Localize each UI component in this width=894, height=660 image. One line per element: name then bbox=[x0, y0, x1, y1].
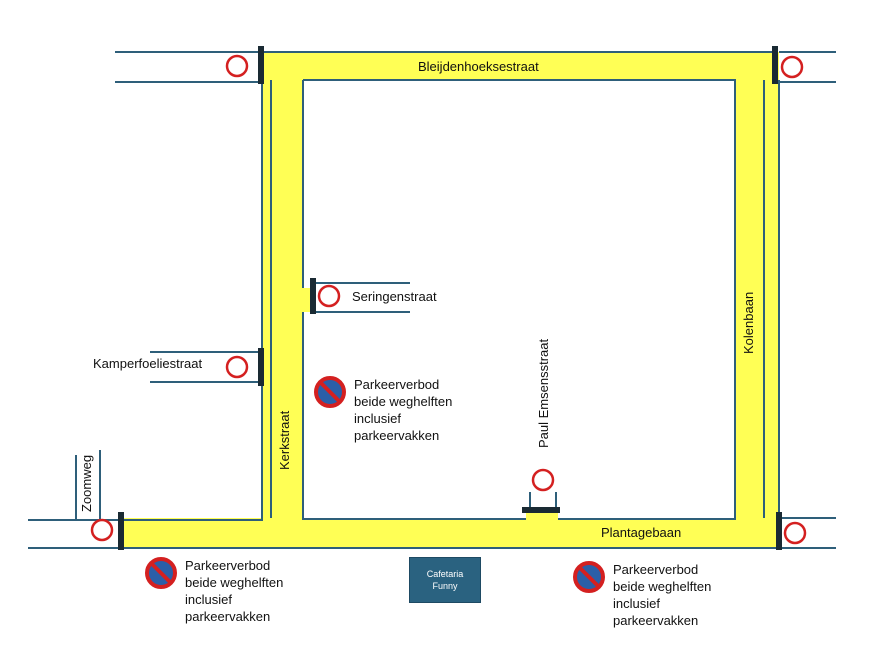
barrier-top-right bbox=[772, 46, 778, 84]
no-parking-sign-icon bbox=[145, 557, 177, 589]
cafetaria-line2: Funny bbox=[432, 581, 458, 591]
no-entry-sign-icon bbox=[225, 54, 249, 78]
barrier-bottom-left bbox=[118, 512, 124, 550]
parking-note-bottom-left: Parkeerverbod beide weghelften inclusief… bbox=[145, 557, 283, 625]
barrier-kamperfoelie bbox=[258, 348, 264, 386]
no-parking-sign-icon bbox=[573, 561, 605, 593]
no-parking-sign-icon bbox=[314, 376, 346, 408]
parking-note-center: Parkeerverbod beide weghelften inclusief… bbox=[314, 376, 452, 444]
street-label-kamperfoelie: Kamperfoeliestraat bbox=[93, 356, 203, 371]
street-label-right: Kolenbaan bbox=[741, 291, 756, 354]
parking-note-text: Parkeerverbod beide weghelften inclusief… bbox=[354, 377, 453, 443]
closed-zone bbox=[120, 52, 779, 548]
street-label-zoomweg: Zoomweg bbox=[79, 454, 94, 512]
no-entry-sign-icon bbox=[531, 468, 555, 492]
parking-note-text: Parkeerverbod beide weghelften inclusief… bbox=[185, 558, 284, 624]
no-entry-sign-icon bbox=[225, 355, 249, 379]
road-edges bbox=[28, 51, 836, 549]
barrier-top-left bbox=[258, 46, 264, 84]
cafetaria-line1: Cafetaria bbox=[426, 569, 464, 579]
no-entry-signs bbox=[90, 54, 807, 545]
street-label-paul-emsens: Paul Emsensstraat bbox=[536, 338, 551, 448]
street-label-seringen: Seringenstraat bbox=[352, 289, 437, 304]
barrier-seringen bbox=[310, 278, 316, 314]
street-label-bottom: Plantagebaan bbox=[601, 525, 682, 540]
no-entry-sign-icon bbox=[780, 55, 804, 79]
barrier-paul-emsens bbox=[522, 507, 560, 513]
street-label-left: Kerkstraat bbox=[277, 410, 292, 470]
barrier-bottom-right bbox=[776, 512, 782, 550]
parking-note-text: Parkeerverbod beide weghelften inclusief… bbox=[613, 562, 712, 628]
no-entry-sign-icon bbox=[783, 521, 807, 545]
no-entry-sign-icon bbox=[317, 284, 341, 308]
parking-note-bottom-right: Parkeerverbod beide weghelften inclusief… bbox=[573, 561, 711, 629]
barriers bbox=[118, 46, 782, 550]
street-label-top: Bleijdenhoeksestraat bbox=[418, 59, 539, 74]
cafetaria-marker: Cafetaria Funny bbox=[409, 557, 481, 603]
no-entry-sign-icon bbox=[90, 518, 114, 542]
